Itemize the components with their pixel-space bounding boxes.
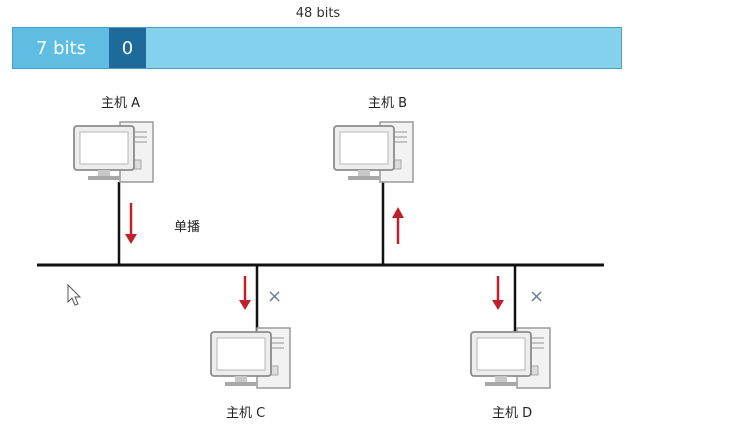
- reject-x-icon-c: ×: [267, 286, 283, 307]
- arrow-down-icon-c: [239, 276, 251, 310]
- computer-icon-a: [73, 121, 154, 183]
- arrow-down-icon-d: [492, 276, 504, 310]
- arrow-down-icon-a: [125, 203, 137, 244]
- host-label-a: 主机 A: [101, 96, 141, 111]
- frame-segment-7-bits: 7 bits: [13, 28, 109, 68]
- mouse-cursor-icon: [67, 283, 82, 306]
- reject-x-icon-d: ×: [529, 286, 545, 307]
- arrow-up-icon-b: [392, 207, 404, 244]
- unicast-annotation: 单播: [174, 220, 201, 235]
- host-label-c: 主机 C: [226, 406, 266, 421]
- host-label-b: 主机 B: [368, 96, 408, 111]
- frame-segment-bit-0: 0: [109, 28, 146, 68]
- computer-icon-c: [210, 327, 291, 389]
- computer-icon-b: [333, 121, 414, 183]
- frame-length-label: 48 bits: [295, 6, 341, 21]
- host-label-d: 主机 D: [492, 406, 533, 421]
- computer-icon-d: [470, 327, 551, 389]
